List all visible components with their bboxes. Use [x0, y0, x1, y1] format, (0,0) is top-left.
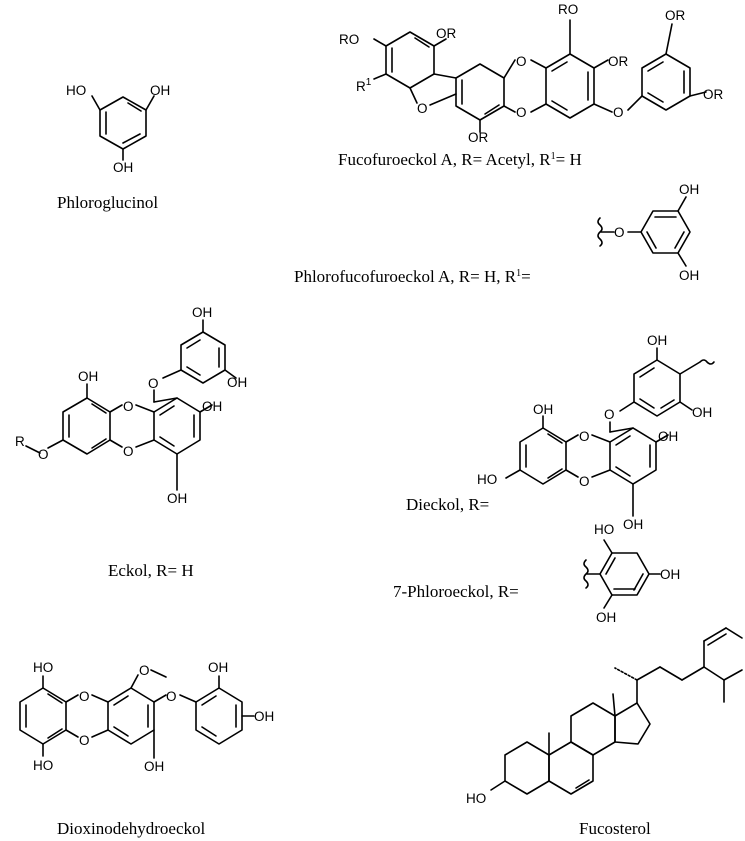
- furan-oxygen-label: O: [417, 101, 428, 116]
- or-label: OR: [703, 87, 724, 102]
- fucofuroeckol-a-structure: RO OR R1 O O O RO OR O OR OR OR: [339, 2, 724, 145]
- ro-label: RO: [558, 2, 578, 17]
- r-label: R: [15, 434, 25, 449]
- caption-dioxinodehydroeckol: Dioxinodehydroeckol: [57, 819, 206, 838]
- ether-oxygen-label: O: [613, 105, 624, 120]
- hydroxyl-label: OH: [202, 399, 222, 414]
- phlorofucofuroeckol-a-substituent: O OH OH: [597, 182, 699, 283]
- r1-label: R1: [356, 77, 372, 94]
- hydroxyl-label: OH: [78, 369, 98, 384]
- ether-oxygen-label: O: [614, 225, 625, 240]
- dioxin-oxygen-label: O: [139, 663, 150, 678]
- caption-phloroeckol: 7-Phloroeckol, R=: [393, 582, 519, 601]
- hydroxyl-label: OH: [660, 567, 680, 582]
- hydroxyl-label: OH: [623, 517, 643, 532]
- dieckol-structure: OH OH O OH OH O O HO OH: [477, 333, 715, 532]
- hydroxyl-label: OH: [113, 160, 133, 175]
- hydroxyl-label: OH: [647, 333, 667, 348]
- hydroxyl-label: HO: [594, 522, 614, 537]
- phloroglucinol-structure: HO OH OH: [66, 83, 170, 175]
- hydroxyl-label: OH: [192, 305, 212, 320]
- caption-phlorofucofuroeckol-a: Phlorofucofuroeckol A, R= H, R1=: [294, 267, 531, 286]
- caption-fucofuroeckol-a: Fucofuroeckol A, R= Acetyl, R1= H: [338, 150, 582, 169]
- dioxinodehydroeckol-structure: HO HO O O O O OH OH OH: [19, 660, 274, 774]
- dioxin-oxygen-label: O: [579, 429, 590, 444]
- phloroeckol-substituent: HO OH OH: [583, 522, 680, 625]
- dioxin-oxygen-label: O: [123, 444, 134, 459]
- caption-fucosterol: Fucosterol: [579, 819, 651, 838]
- or-label: OR: [436, 26, 457, 41]
- hydroxyl-label: HO: [33, 660, 53, 675]
- hydroxyl-label: OH: [658, 429, 678, 444]
- caption-phloroglucinol: Phloroglucinol: [57, 193, 158, 212]
- ether-oxygen-label: O: [604, 407, 615, 422]
- eckol-structure: OH OH O OH OH O O O R OH: [15, 305, 247, 506]
- hydroxyl-label: OH: [679, 182, 699, 197]
- dioxin-oxygen-label: O: [516, 54, 527, 69]
- hydroxyl-label: OH: [254, 709, 274, 724]
- hydroxyl-label: HO: [66, 83, 86, 98]
- or-label: OR: [608, 54, 629, 69]
- hydroxyl-label: HO: [466, 791, 486, 806]
- hydroxyl-label: OH: [144, 759, 164, 774]
- hydroxyl-label: OH: [150, 83, 170, 98]
- dioxin-oxygen-label: O: [79, 733, 90, 748]
- caption-eckol: Eckol, R= H: [108, 561, 194, 580]
- hydroxyl-label: OH: [167, 491, 187, 506]
- hydroxyl-label: OH: [208, 660, 228, 675]
- ro-label: RO: [339, 32, 359, 47]
- ether-oxygen-label: O: [38, 447, 49, 462]
- dioxin-oxygen-label: O: [166, 689, 177, 704]
- hydroxyl-label: OH: [596, 610, 616, 625]
- ether-oxygen-label: O: [148, 376, 159, 391]
- or-label: OR: [665, 8, 686, 23]
- dioxin-oxygen-label: O: [516, 105, 527, 120]
- hydroxyl-label: OH: [692, 405, 712, 420]
- hydroxyl-label: OH: [227, 375, 247, 390]
- dioxin-oxygen-label: O: [79, 689, 90, 704]
- hydroxyl-label: HO: [477, 472, 497, 487]
- dioxin-oxygen-label: O: [123, 399, 134, 414]
- hydroxyl-label: HO: [33, 758, 53, 773]
- caption-dieckol: Dieckol, R=: [406, 495, 489, 514]
- or-label: OR: [468, 130, 489, 145]
- fucosterol-structure: HO: [466, 627, 743, 806]
- hydroxyl-label: OH: [533, 402, 553, 417]
- dioxin-oxygen-label: O: [579, 474, 590, 489]
- hydroxyl-label: OH: [679, 268, 699, 283]
